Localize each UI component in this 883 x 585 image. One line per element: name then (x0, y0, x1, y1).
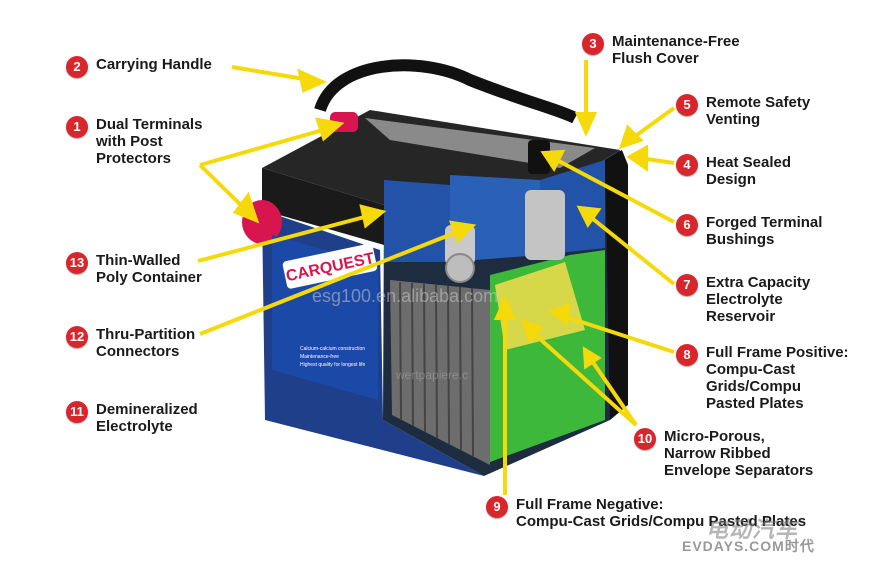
label-remote-safety-venting: 5 Remote Safety Venting (676, 94, 810, 128)
label-text: Thru-Partition Connectors (96, 326, 196, 360)
terminal-bushing (445, 253, 475, 283)
label-text: Remote Safety Venting (706, 94, 811, 128)
label-text: Forged Terminal Bushings (706, 214, 823, 248)
forged-terminal (525, 190, 565, 260)
badge-3: 3 (582, 33, 604, 55)
label-thru-partition: 12 Thru-Partition Connectors (66, 326, 195, 360)
side-text-3: Highest quality for longest life (300, 362, 366, 368)
badge-8: 8 (676, 344, 698, 366)
negative-plates (390, 280, 490, 465)
label-text: Full Frame Negative: Compu-Cast Grids/Co… (516, 496, 807, 530)
side-text-2: Maintenance-free (300, 354, 339, 360)
label-text: Dual Terminals with Post Protectors (96, 116, 203, 167)
label-text: Thin-Walled Poly Container (96, 252, 202, 286)
label-carrying-handle: 2 Carrying Handle (66, 56, 212, 78)
badge-1: 1 (66, 116, 88, 138)
side-text-1: Calcium-calcium construction (300, 346, 365, 352)
watermark-esg: esg100.en.alibaba.com (312, 286, 499, 306)
top-terminal-post (528, 140, 550, 174)
badge-5: 5 (676, 94, 698, 116)
label-text: Maintenance-Free Flush Cover (612, 33, 740, 67)
cover-front-edge (262, 168, 384, 245)
label-text: Demineralized Electrolyte (96, 401, 198, 435)
label-thin-walled-container: 13 Thin-Walled Poly Container (66, 252, 202, 286)
watermark-evdays: EVDAYS.COM时代 (682, 536, 815, 556)
label-demineralized: 11 Demineralized Electrolyte (66, 401, 198, 435)
watermark-center: wertpapiere.c (396, 368, 469, 382)
badge-12: 12 (66, 326, 88, 348)
badge-2: 2 (66, 56, 88, 78)
label-full-frame-negative: 9 Full Frame Negative: Compu-Cast Grids/… (486, 496, 806, 530)
container-edge (605, 150, 628, 420)
label-text: Heat Sealed Design (706, 154, 792, 188)
label-extra-capacity: 7 Extra Capacity Electrolyte Reservoir (676, 274, 810, 325)
label-full-frame-positive: 8 Full Frame Positive: Compu-Cast Grids/… (676, 344, 849, 412)
label-text: Carrying Handle (96, 56, 212, 73)
label-micro-porous: 10 Micro-Porous, Narrow Ribbed Envelope … (634, 428, 813, 479)
label-heat-sealed: 4 Heat Sealed Design (676, 154, 791, 188)
label-text: Full Frame Positive: Compu-Cast Grids/Co… (706, 344, 849, 412)
positive-plate-face (495, 262, 585, 350)
badge-13: 13 (66, 252, 88, 274)
label-text: Micro-Porous, Narrow Ribbed Envelope Sep… (664, 428, 814, 479)
badge-4: 4 (676, 154, 698, 176)
watermark-cn-logo: 电动汽车 (706, 517, 799, 542)
watermark-evdays-cn: 时代 (784, 538, 815, 554)
label-maintenance-free: 3 Maintenance-Free Flush Cover (582, 33, 740, 67)
badge-10: 10 (634, 428, 656, 450)
label-forged-bushings: 6 Forged Terminal Bushings (676, 214, 822, 248)
badge-11: 11 (66, 401, 88, 423)
badge-6: 6 (676, 214, 698, 236)
badge-9: 9 (486, 496, 508, 518)
carrying-handle (314, 59, 578, 124)
label-dual-terminals: 1 Dual Terminals with Post Protectors (66, 116, 202, 167)
callout-arrows (197, 60, 676, 495)
watermark-evdays-text: EVDAYS.COM (682, 538, 785, 554)
label-text: Extra Capacity Electrolyte Reservoir (706, 274, 811, 325)
badge-7: 7 (676, 274, 698, 296)
